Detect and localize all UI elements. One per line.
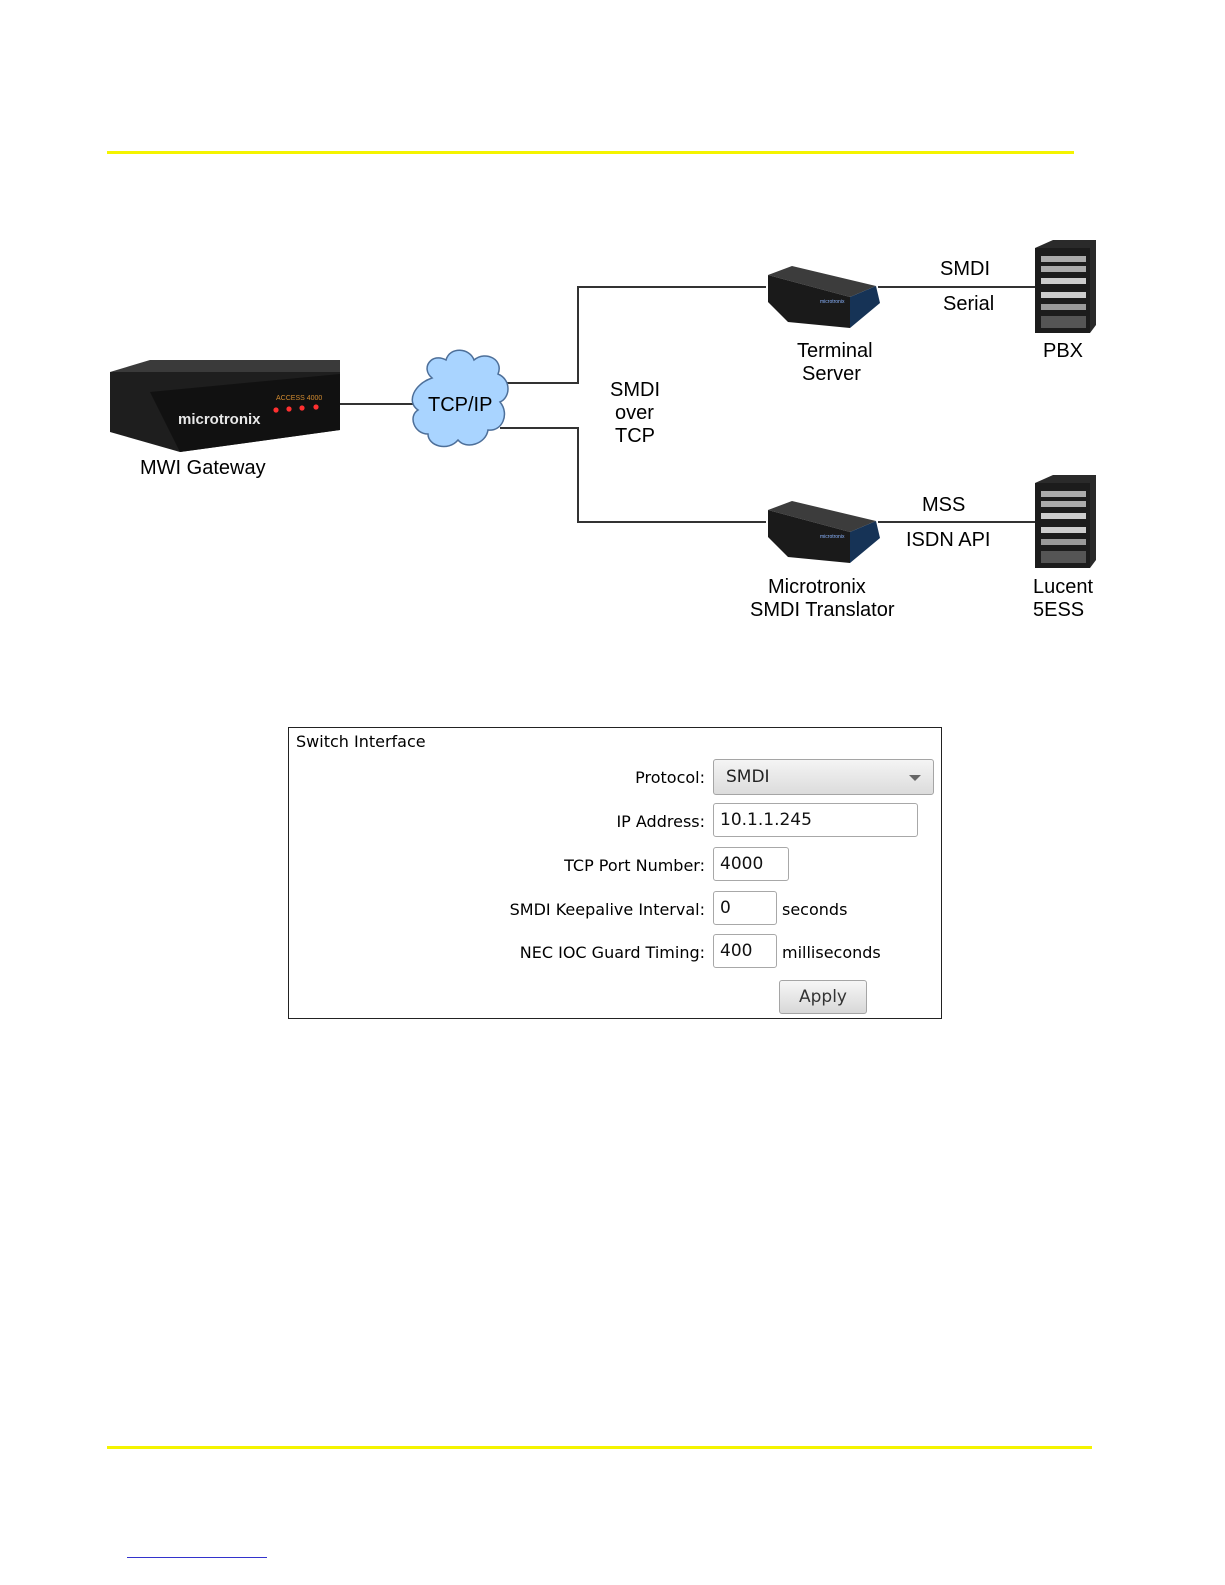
- svg-text:5ESS: 5ESS: [1033, 599, 1084, 621]
- lucent-label: Lucent 5ESS: [1033, 576, 1093, 621]
- gateway-model-text: ACCESS 4000: [276, 395, 322, 402]
- guard-timing-unit: milliseconds: [782, 943, 881, 962]
- apply-button[interactable]: Apply: [779, 980, 867, 1014]
- svg-text:Server: Server: [802, 363, 861, 385]
- pbx-label: PBX: [1043, 340, 1083, 362]
- bottom-link-medium-label: ISDN API: [906, 529, 990, 551]
- svg-text:TCP: TCP: [615, 425, 655, 447]
- bottom-link-protocol-label: MSS: [922, 494, 965, 516]
- chevron-down-icon: [909, 775, 921, 781]
- svg-text:microtronix: microtronix: [820, 534, 845, 540]
- svg-text:over: over: [615, 402, 654, 424]
- guard-timing-label: NEC IOC Guard Timing:: [519, 943, 705, 962]
- gateway-brand-text: microtronix: [178, 411, 261, 428]
- mwi-gateway-label: MWI Gateway: [140, 457, 266, 479]
- keepalive-label: SMDI Keepalive Interval:: [509, 900, 705, 919]
- terminal-server-device: microtronix: [768, 266, 880, 328]
- led-icon: [273, 407, 279, 413]
- svg-text:SMDI: SMDI: [610, 379, 660, 401]
- svg-text:SMDI Translator: SMDI Translator: [750, 599, 895, 621]
- smdi-over-tcp-label: SMDI over TCP: [610, 379, 660, 447]
- protocol-label: Protocol:: [635, 768, 705, 787]
- cloud-icon: [411, 349, 509, 448]
- top-link-medium-label: Serial: [943, 293, 994, 315]
- tcp-port-label: TCP Port Number:: [564, 856, 705, 875]
- cloud-to-terminal-line: [502, 286, 766, 384]
- smdi-translator-device: microtronix: [768, 501, 880, 563]
- footnote-rule: [127, 1557, 267, 1558]
- ip-address-label: IP Address:: [616, 812, 705, 831]
- protocol-select[interactable]: SMDI: [713, 759, 934, 795]
- panel-title: Switch Interface: [296, 732, 426, 751]
- svg-text:Microtronix: Microtronix: [768, 576, 866, 598]
- top-link-protocol-label: SMDI: [940, 258, 990, 280]
- header-rule: [107, 151, 1074, 154]
- keepalive-unit: seconds: [782, 900, 848, 919]
- svg-text:Terminal: Terminal: [797, 340, 873, 362]
- svg-text:Lucent: Lucent: [1033, 576, 1093, 598]
- connection-lines: [340, 286, 1035, 523]
- protocol-value: SMDI: [726, 767, 770, 787]
- guard-timing-input[interactable]: 400: [713, 934, 777, 968]
- cloud-label: TCP/IP: [428, 394, 492, 416]
- terminal-server-label: Terminal Server: [797, 340, 873, 385]
- tcp-port-input[interactable]: 4000: [713, 847, 789, 881]
- pbx-rack-icon: [1035, 240, 1096, 333]
- svg-text:microtronix: microtronix: [820, 299, 845, 305]
- smdi-translator-label: Microtronix SMDI Translator: [750, 576, 895, 621]
- mwi-gateway-device: microtronix ACCESS 4000: [110, 360, 340, 452]
- network-diagram: microtronix ACCESS 4000 MWI Gateway TCP/…: [110, 240, 1096, 621]
- ip-address-input[interactable]: 10.1.1.245: [713, 803, 918, 837]
- led-icon: [313, 404, 319, 410]
- keepalive-input[interactable]: 0: [713, 891, 777, 925]
- switch-interface-panel: Switch Interface Protocol: SMDI IP Addre…: [288, 727, 942, 1019]
- lucent-rack-icon: [1035, 475, 1096, 568]
- cloud-to-translator-line: [500, 427, 766, 523]
- led-icon: [286, 406, 292, 412]
- led-icon: [299, 405, 305, 411]
- footer-rule: [107, 1446, 1092, 1449]
